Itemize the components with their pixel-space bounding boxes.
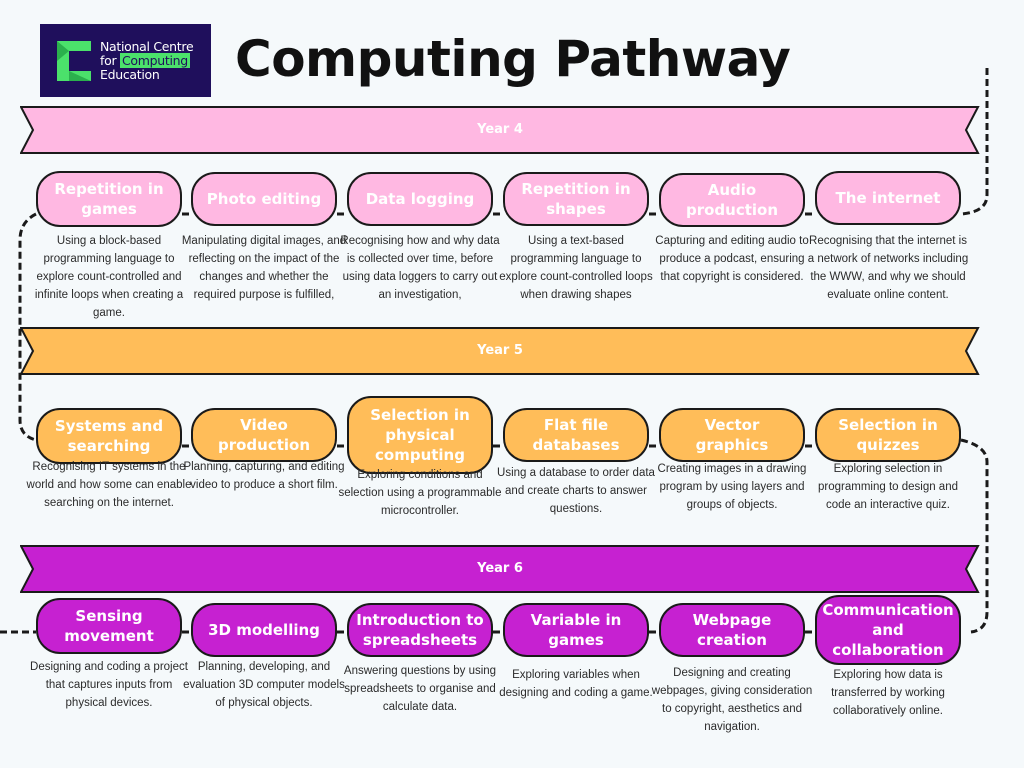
unit-title-pill: 3D modelling [191, 603, 337, 657]
unit-description: Recognising how and why data is collecte… [340, 235, 500, 301]
logo-text: National Centre for Computing Education [100, 39, 194, 82]
logo-line-1: National Centre [100, 39, 194, 54]
unit-description: Manipulating digital images, and reflect… [181, 235, 347, 301]
unit-description: Designing and coding a project that capt… [30, 661, 188, 709]
unit-description: Capturing and editing audio to produce a… [655, 235, 809, 283]
unit-title-pill: Vector graphics [659, 408, 805, 462]
unit-title-pill: Audio production [659, 173, 805, 227]
unit-title-pill: Webpage creation [659, 603, 805, 657]
row-5-to-6-connector-line [960, 438, 989, 634]
logo-highlight: Computing [119, 53, 190, 68]
unit-title-pill: Video production [191, 408, 337, 462]
unit-description: Using a block-based programming language… [34, 235, 184, 319]
banner-ribbon-shape [20, 545, 980, 593]
unit-title-pill: Selection in physical computing [347, 396, 493, 474]
unit-title-pill: Sensing movement [36, 598, 182, 654]
unit-description: Exploring selection in programming to de… [818, 463, 958, 511]
year-5-label: Year 5 [477, 343, 523, 358]
logo-line-3: Education [100, 67, 160, 82]
unit-title-pill: Photo editing [191, 172, 337, 226]
logo-line-2: for Computing [100, 53, 190, 68]
unit-description: Planning, developing, and evaluation 3D … [183, 661, 345, 709]
year-6-banner: Year 6 [20, 545, 980, 593]
unit-description: Using a database to order data and creat… [497, 467, 655, 515]
ncce-logo-mark-icon [57, 41, 91, 81]
unit-description: Planning, capturing, and editing video t… [183, 461, 345, 491]
page-title: Computing Pathway [235, 30, 791, 88]
year-6-label: Year 6 [477, 561, 523, 576]
unit-description: Exploring conditions and selection using… [338, 469, 502, 517]
unit-title-pill: Repetition in games [36, 171, 182, 227]
unit-description: Recognising that the internet is a netwo… [807, 235, 969, 301]
unit-description: Exploring variables when designing and c… [499, 669, 653, 699]
unit-title-pill: The internet [815, 171, 961, 225]
unit-description: Using a text-based programming language … [499, 235, 653, 301]
unit-title-pill: Data logging [347, 172, 493, 226]
banner-ribbon-shape [20, 327, 980, 375]
unit-title-pill: Selection in quizzes [815, 408, 961, 462]
unit-title-pill: Introduction to spreadsheets [347, 603, 493, 657]
unit-title-pill: Communication and collaboration [815, 595, 961, 665]
year-4-label: Year 4 [477, 122, 523, 137]
ncce-logo: National Centre for Computing Education [40, 24, 211, 97]
year-5-banner: Year 5 [20, 327, 980, 375]
unit-title-pill: Repetition in shapes [503, 172, 649, 226]
unit-title-pill: Systems and searching [36, 408, 182, 464]
unit-description: Exploring how data is transferred by wor… [831, 669, 945, 717]
start-connector-line [960, 68, 989, 216]
row-4-to-5-connector-line [18, 212, 37, 442]
unit-description: Creating images in a drawing program by … [657, 463, 807, 511]
unit-description: Recognising IT systems in the world and … [26, 461, 192, 509]
unit-description: Designing and creating webpages, giving … [651, 667, 813, 733]
unit-title-pill: Variable in games [503, 603, 649, 657]
unit-description: Answering questions by using spreadsheet… [343, 665, 497, 713]
banner-ribbon-shape [20, 106, 980, 154]
unit-title-pill: Flat file databases [503, 408, 649, 462]
year-4-banner: Year 4 [20, 106, 980, 154]
